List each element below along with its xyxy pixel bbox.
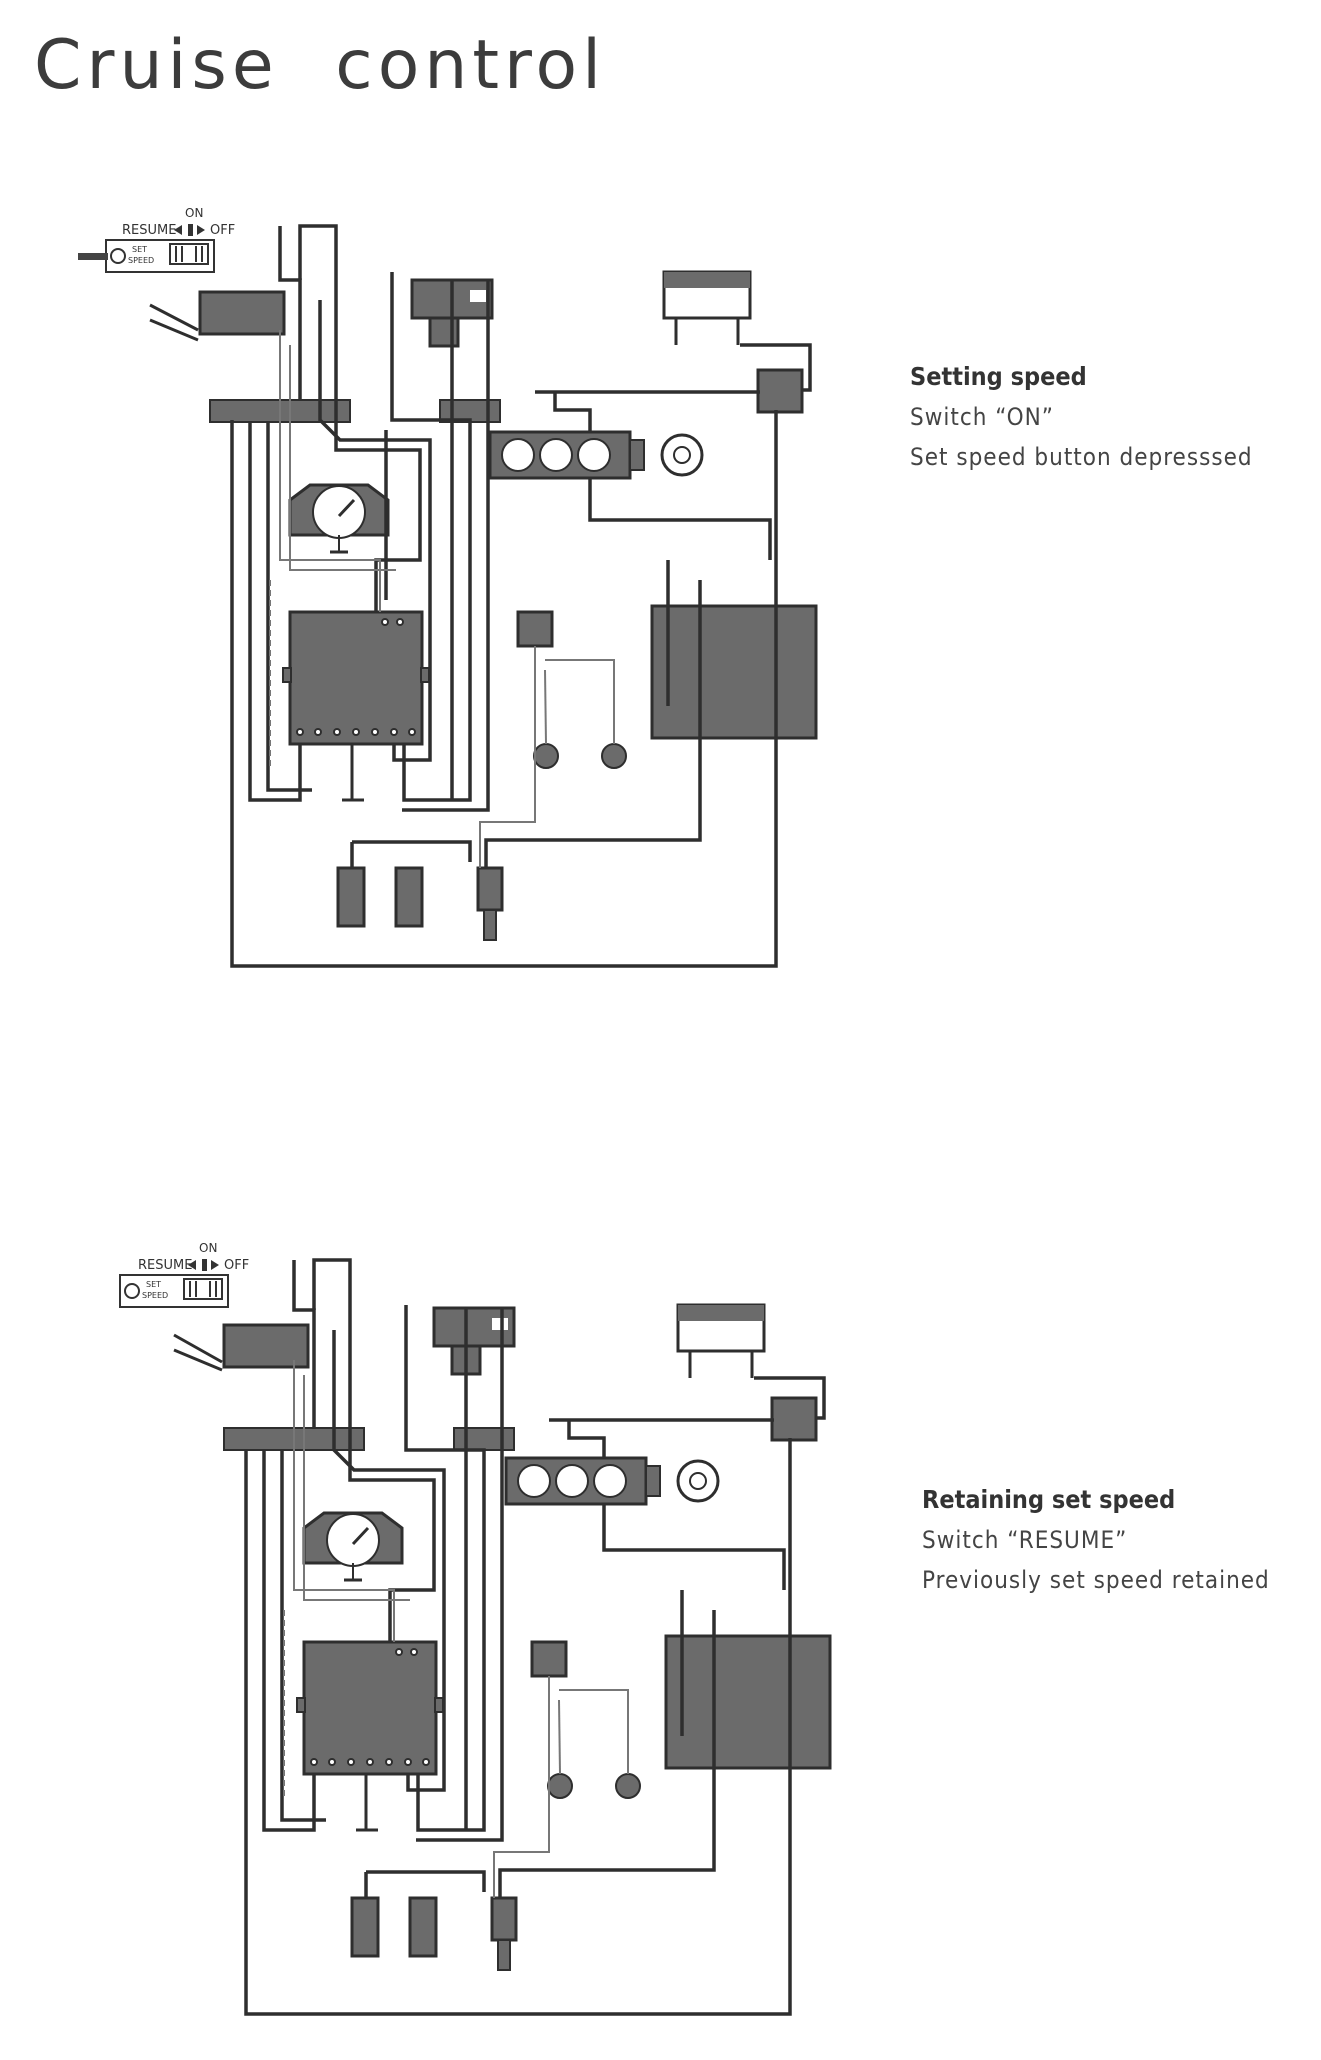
switch-on-label: ON bbox=[199, 1241, 217, 1255]
wiring-diagram-retaining-speed: ON RESUME OFF SET SPEED bbox=[119, 1241, 832, 2016]
switch-resume-label: RESUME bbox=[122, 223, 176, 238]
switch-on-label: ON bbox=[185, 206, 203, 220]
caption-heading: Setting speed bbox=[910, 362, 1087, 391]
caption-line: Switch “RESUME” bbox=[922, 1526, 1128, 1554]
caption-line: Set speed button depresssed bbox=[910, 443, 1253, 471]
caption-heading: Retaining set speed bbox=[922, 1485, 1176, 1514]
caption-setting-speed: Setting speed Switch “ON” Set speed butt… bbox=[910, 362, 1253, 483]
switch-speed-label: SPEED bbox=[142, 1291, 168, 1300]
cruise-control-switch-icon: ON RESUME OFF SET SPEED bbox=[119, 1241, 249, 1308]
switch-off-label: OFF bbox=[210, 223, 235, 238]
switch-set-label: SET bbox=[132, 245, 147, 254]
switch-speed-label: SPEED bbox=[128, 256, 154, 265]
switch-resume-label: RESUME bbox=[138, 1258, 192, 1273]
page-title: Cruise control bbox=[34, 26, 607, 105]
caption-line: Previously set speed retained bbox=[922, 1566, 1270, 1594]
switch-off-label: OFF bbox=[224, 1258, 249, 1273]
wiring-diagram-setting-speed: ON RESUME OFF SET SPEED bbox=[78, 206, 818, 968]
caption-line: Switch “ON” bbox=[910, 403, 1054, 431]
caption-retaining-speed: Retaining set speed Switch “RESUME” Prev… bbox=[922, 1485, 1270, 1606]
switch-set-label: SET bbox=[146, 1280, 161, 1289]
cruise-control-switch-icon: ON RESUME OFF SET SPEED bbox=[78, 206, 235, 273]
